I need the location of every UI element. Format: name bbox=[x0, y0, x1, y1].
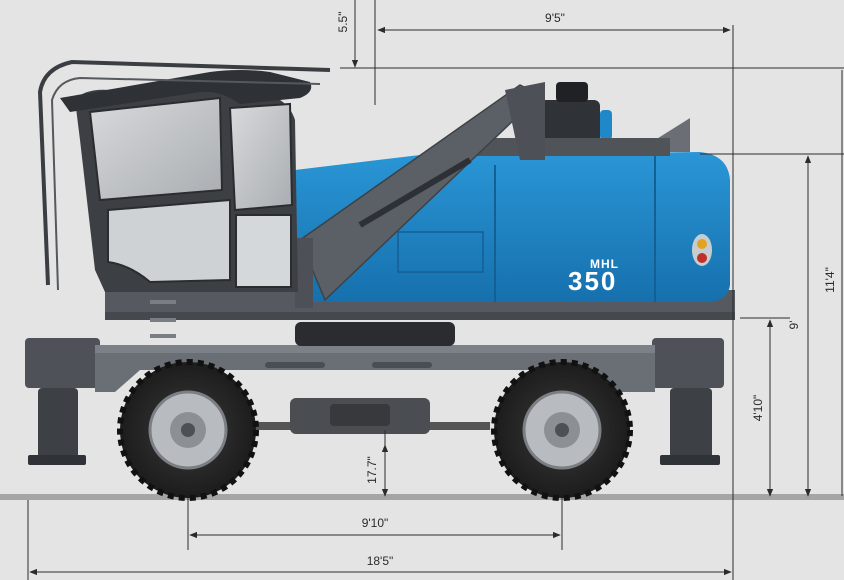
label-boom-pivot: 9'5" bbox=[545, 11, 565, 25]
label-frame-height: 4'10" bbox=[751, 395, 765, 422]
outrigger-front-leg bbox=[38, 388, 78, 464]
cab-step bbox=[150, 300, 176, 304]
model-tag: MHL bbox=[590, 257, 619, 271]
cab-window-side bbox=[228, 102, 294, 212]
outrigger-front-foot bbox=[28, 455, 86, 465]
operator-cab bbox=[37, 59, 331, 338]
cab-window-front bbox=[88, 96, 224, 202]
label-total-height: 11'4" bbox=[823, 267, 837, 293]
label-overall-length: 18'5" bbox=[367, 554, 394, 568]
model-number: 350 bbox=[568, 266, 617, 296]
slewing-ring bbox=[295, 322, 455, 346]
upper-structure: MHL 350 bbox=[105, 82, 735, 320]
outrigger-rear-foot bbox=[660, 455, 720, 465]
front-wheel bbox=[117, 359, 259, 501]
cab-guard-rail bbox=[37, 59, 331, 286]
label-counterweight-height: 9' bbox=[787, 321, 801, 330]
undercarriage bbox=[25, 322, 724, 465]
rear-wheel bbox=[491, 359, 633, 501]
label-top-offset: 5.5" bbox=[336, 12, 350, 33]
cab-roof bbox=[60, 70, 312, 112]
hydraulic-cylinder bbox=[358, 157, 472, 228]
outrigger-front-top bbox=[25, 338, 100, 388]
cab-door-lower bbox=[107, 198, 231, 284]
ground-line bbox=[0, 494, 844, 500]
label-wheelbase: 9'10" bbox=[362, 516, 389, 530]
label-ground-clearance: 17.7" bbox=[365, 456, 379, 484]
boom-mast bbox=[505, 82, 545, 160]
outrigger-rear-leg bbox=[670, 388, 712, 464]
dimension-lines bbox=[27, 0, 844, 580]
outrigger-rear-top bbox=[652, 338, 724, 388]
chassis-frame bbox=[95, 345, 655, 392]
